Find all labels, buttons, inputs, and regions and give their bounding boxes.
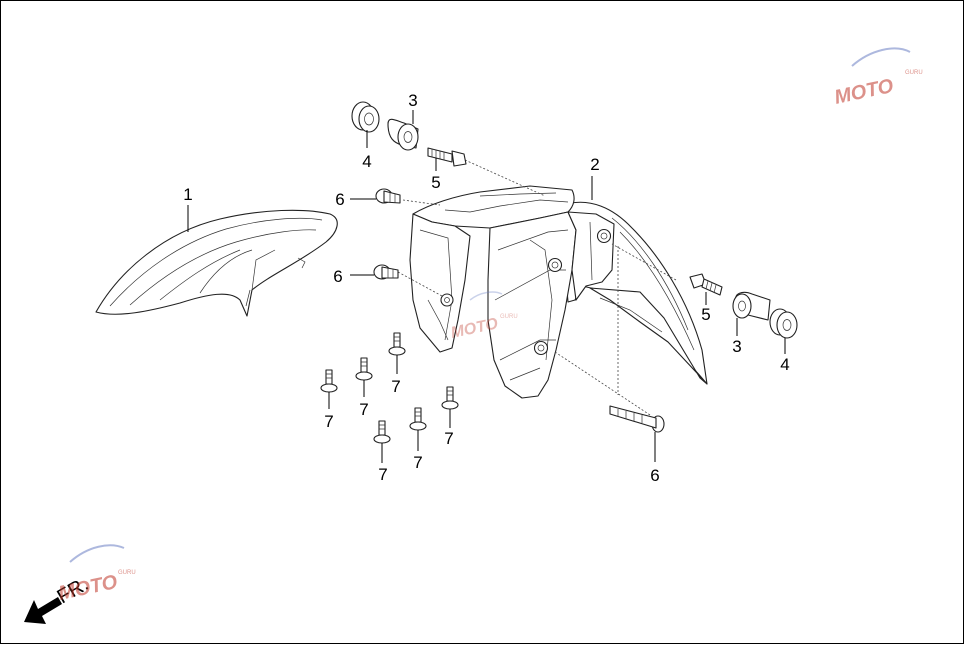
callout-7-b: 7 [359, 400, 368, 419]
part-6-screw-middle[interactable] [373, 264, 399, 280]
callout-4-right: 4 [780, 355, 789, 374]
part-7-clip-c[interactable] [320, 369, 338, 393]
arrow-down-left-icon [24, 597, 62, 624]
callout-7-d: 7 [444, 429, 453, 448]
part-1-front-fender-cover[interactable] [95, 209, 338, 317]
callout-3-left: 3 [408, 91, 417, 110]
callout-6-lower: 6 [650, 466, 659, 485]
callout-7-e: 7 [413, 453, 422, 472]
part-5-bolt-right[interactable] [689, 273, 723, 296]
callout-3-right: 3 [732, 337, 741, 356]
part-2-main-fender[interactable] [409, 185, 708, 399]
part-4-rubber-grommet-left[interactable] [351, 101, 380, 133]
part-4-rubber-grommet-right[interactable] [769, 308, 798, 339]
part-6-screw-lower[interactable] [609, 405, 665, 433]
part-5-bolt-left[interactable] [427, 147, 467, 167]
callout-7-c: 7 [324, 412, 333, 431]
part-3-collar-right[interactable] [732, 291, 771, 321]
callout-7-f: 7 [378, 465, 387, 484]
callout-7-a: 7 [391, 377, 400, 396]
part-3-collar-left[interactable] [387, 118, 419, 151]
part-7-clip-e[interactable] [409, 407, 427, 431]
assembly-lines [397, 159, 677, 416]
callout-5-left: 5 [431, 173, 440, 192]
watermark-sub-top: GURU [905, 70, 923, 76]
callout-4-left: 4 [362, 152, 371, 171]
callout-6-middle: 6 [333, 267, 342, 286]
watermark-sub-center: GURU [500, 314, 518, 320]
callout-2: 2 [590, 155, 599, 174]
callout-1: 1 [183, 185, 192, 204]
part-7-clip-d[interactable] [441, 386, 459, 410]
leader-lines [187, 110, 786, 463]
part-6-screw-upper[interactable] [375, 188, 401, 204]
part-7-clip-a[interactable] [388, 332, 406, 356]
watermark-sub-bottom: GURU [118, 570, 136, 576]
callout-6-upper: 6 [335, 190, 344, 209]
callout-5-right: 5 [701, 305, 710, 324]
callout-labels: 1 2 3 4 5 6 6 5 3 4 6 7 7 7 7 7 7 [183, 91, 789, 485]
